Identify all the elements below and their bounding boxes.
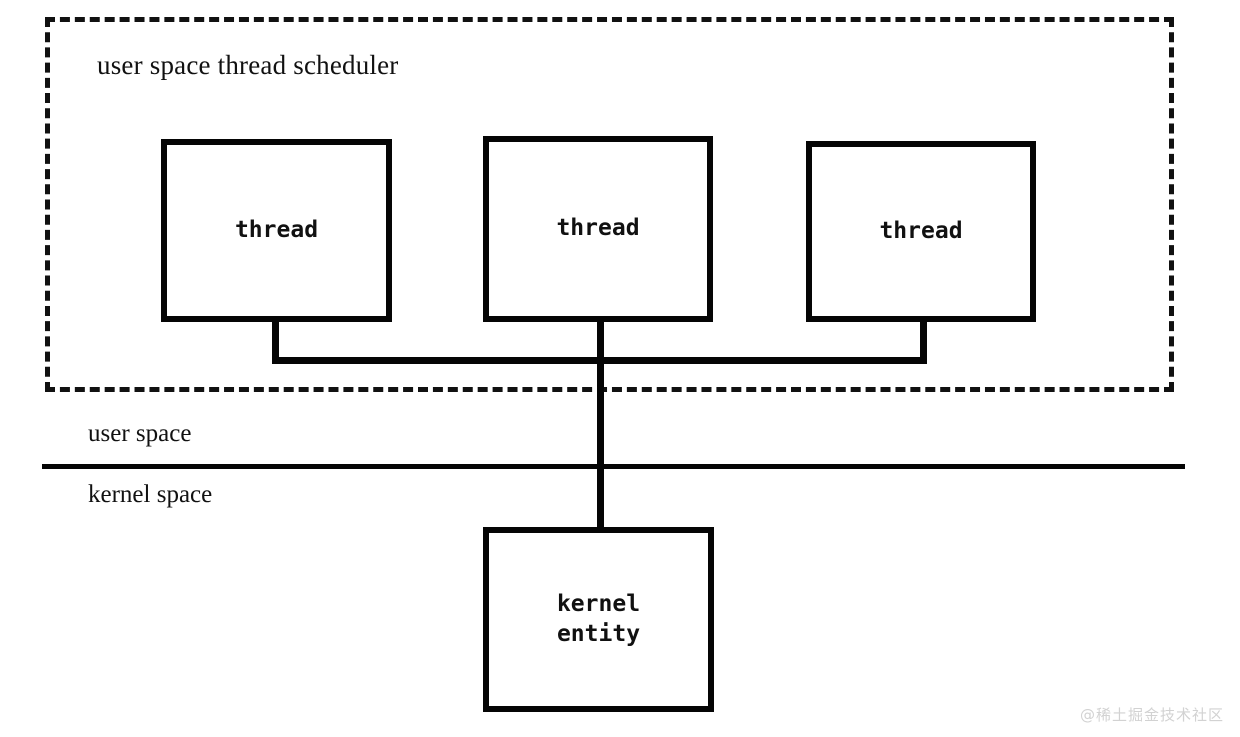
thread-box-2-label: thread [556, 215, 640, 242]
thread-box-1: thread [161, 139, 392, 322]
user-space-label: user space [88, 420, 192, 447]
thread-box-3: thread [806, 141, 1036, 322]
thread-box-3-label: thread [879, 217, 963, 244]
thread-box-2: thread [483, 136, 713, 322]
kernel-entity-box: kernel entity [483, 527, 714, 712]
watermark: @稀土掘金技术社区 [1079, 706, 1224, 724]
user-space-scheduler-region [45, 17, 1174, 392]
user-kernel-divider-line [42, 464, 1185, 469]
scheduler-region-title: user space thread scheduler [97, 50, 399, 80]
thread-box-1-label: thread [234, 216, 319, 243]
connector-thread1-stem [272, 320, 279, 364]
connector-kernel-trunk [597, 320, 604, 530]
kernel-space-label: kernel space [88, 481, 213, 508]
connector-thread3-stem [920, 320, 927, 364]
kernel-entity-label: kernel entity [556, 591, 641, 647]
